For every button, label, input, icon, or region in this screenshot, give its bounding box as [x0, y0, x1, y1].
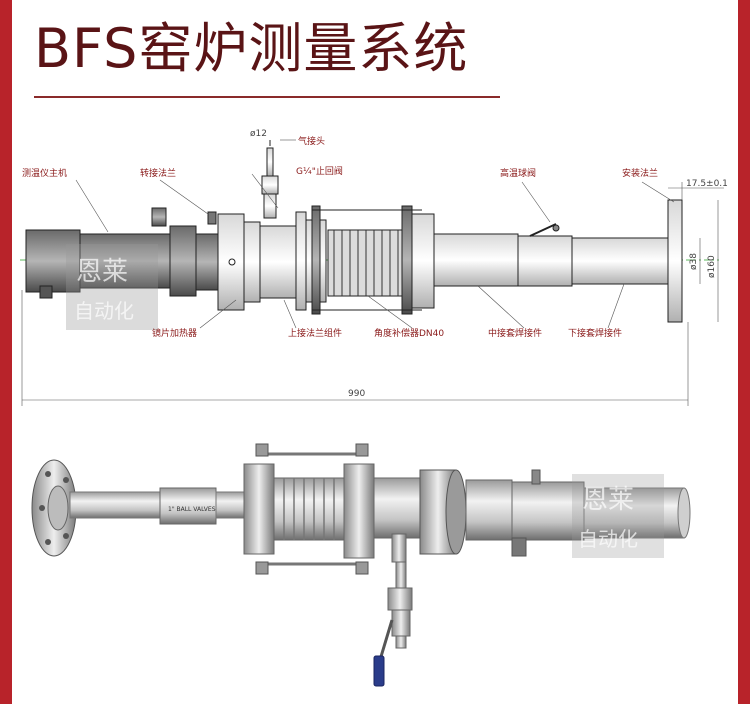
label-upper-flange-assembly: 上接法兰组件: [288, 327, 342, 339]
label-adapter-flange: 转接法兰: [140, 167, 176, 179]
adapter-flange-part: [195, 211, 261, 311]
page-title: BFS窑炉测量系统: [34, 17, 469, 80]
photo-angle-compensator: [243, 443, 375, 575]
label-lens-heater: 镜片加热器: [152, 327, 197, 339]
drawing-watermark-line2: 自动化: [74, 299, 134, 323]
label-tolerance: 17.5±0.1: [686, 179, 728, 189]
drawing-watermark-line1: 恩莱: [76, 257, 128, 287]
photo-watermark-line1: 恩莱: [582, 485, 634, 515]
label-diameter-38: ø38: [689, 253, 699, 270]
angle-compensator-part: [311, 205, 435, 315]
upper-flange-assembly-part: [259, 211, 327, 311]
label-high-temp-ball-valve: 高温球阀: [500, 167, 536, 179]
photo-watermark-bg: [572, 474, 664, 558]
photo-upper-flange: [373, 477, 421, 563]
label-diameter-160: ø160: [707, 255, 717, 278]
label-diameter-12: ø12: [250, 129, 267, 139]
mount-flange-part: [667, 199, 683, 323]
drawing-watermark-bg: [66, 244, 158, 330]
photo-watermark-line2: 自动化: [578, 527, 638, 551]
technical-drawing: 测温仪主机 转接法兰 ø12 气接头 G¼"止回阀 高温球阀 安装法兰 17.5…: [20, 129, 728, 406]
photo-ball-valve: 1" BALL VALVES: [159, 487, 217, 525]
label-angle-compensator: 角度补偿器DN40: [374, 327, 444, 339]
label-lower-weld-fitting: 下接套焊接件: [568, 327, 622, 339]
label-total-length: 990: [348, 389, 365, 399]
thermometer-host-part: [25, 207, 197, 299]
label-check-valve: G¼"止回阀: [296, 165, 343, 177]
label-mount-flange: 安装法兰: [622, 167, 658, 179]
gas-fitting-part: [261, 140, 279, 219]
photo-check-valve: [387, 561, 413, 649]
lower-weld-fitting-part: [571, 237, 669, 285]
photo-lens-heater: [419, 469, 513, 555]
label-middle-weld-fitting: 中接套焊接件: [488, 327, 542, 339]
photo-valve-handle: [373, 619, 394, 687]
frame-left-border: [0, 0, 12, 704]
frame-right-border: [738, 0, 750, 704]
title-underline: [34, 96, 500, 98]
photo-valve-label: 1" BALL VALVES: [168, 506, 216, 513]
product-photo: 1" BALL VALVES: [31, 443, 691, 687]
middle-weld-fitting-part: [433, 233, 519, 287]
ball-valve-part: [517, 223, 573, 287]
photo-mount-flange: [31, 459, 77, 557]
label-gas-fitting: 气接头: [298, 135, 325, 147]
photo-thermometer-host: [511, 469, 691, 557]
label-thermometer-host: 测温仪主机: [22, 167, 67, 179]
dimension-lines: [21, 182, 724, 406]
photo-pipe-lower: [69, 491, 161, 519]
